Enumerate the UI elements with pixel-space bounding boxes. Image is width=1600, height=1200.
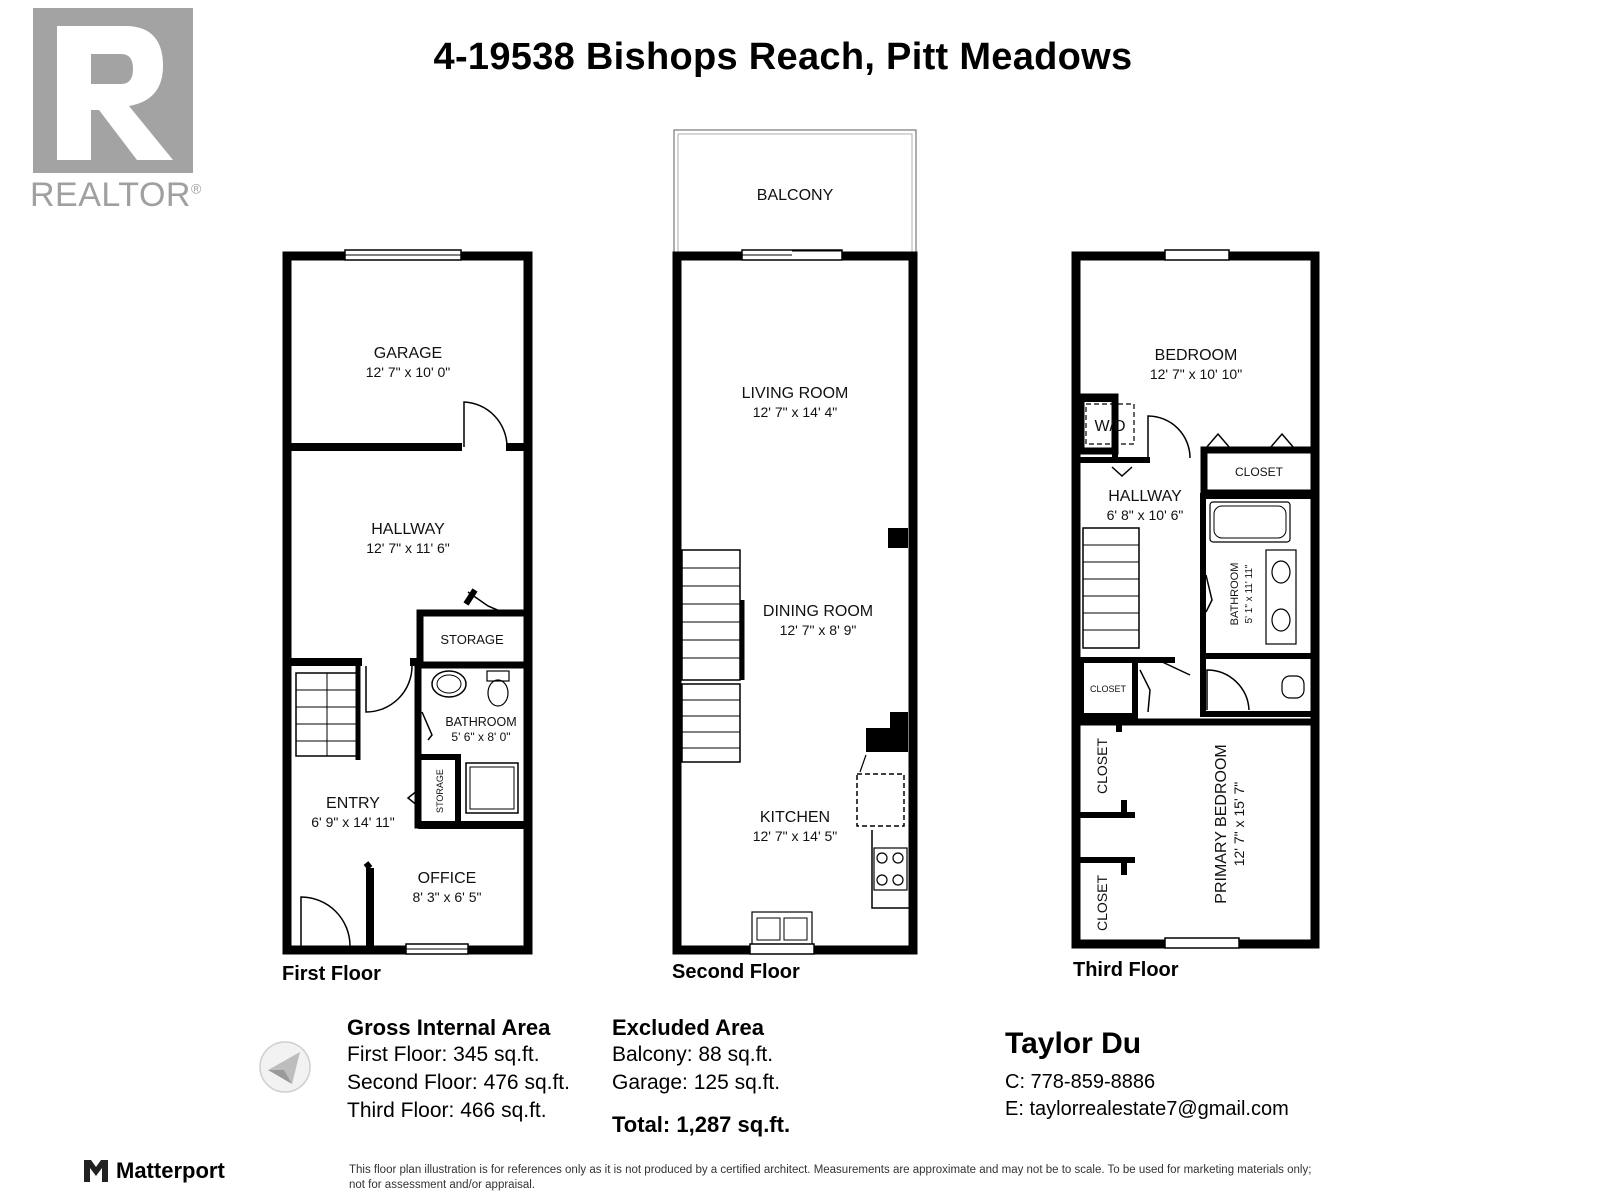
room-kitchen-dims: 12' 7" x 14' 5" [753,828,838,844]
room-bedroom: BEDROOM [1155,347,1238,364]
room-kitchen: KITCHEN [760,809,830,826]
room-bathroom-1-dims: 5' 6" x 8' 0" [451,730,510,744]
room-closet-2: CLOSET [1090,684,1127,694]
room-storage-2: STORAGE [435,769,445,813]
room-dining: DINING ROOM [763,603,873,620]
room-closet-1: CLOSET [1235,465,1284,479]
room-office: OFFICE [418,870,477,887]
room-hallway-3: HALLWAY [1108,488,1182,505]
disclaimer-line-2: not for assessment and/or appraisal. [349,1179,536,1191]
third-floor-plan: BEDROOM 12' 7" x 10' 10" W/D CLOSET HALL… [1071,249,1320,949]
room-hallway-1-dims: 12' 7" x 11' 6" [366,540,450,556]
compass-icon [259,1041,311,1093]
gross-area-block: Gross Internal Area First Floor: 345 sq.… [347,1015,607,1125]
page-title: 4-19538 Bishops Reach, Pitt Meadows [433,36,1133,78]
excluded-garage: Garage: 125 sq.ft. [612,1071,781,1094]
room-closet-3: CLOSET [1094,738,1110,794]
realtor-wordmark: REALTOR [30,176,191,214]
room-wd: W/D [1094,418,1125,435]
room-hallway-1: HALLWAY [371,521,445,538]
excluded-area-block: Excluded Area Balcony: 88 sq.ft. Garage:… [612,1015,852,1138]
realtor-r-icon [33,8,193,173]
agent-email: E: taylorrealestate7@gmail.com [1005,1098,1289,1120]
realtor-logo: REALTOR® [30,8,205,218]
gross-area-first: First Floor: 345 sq.ft. [347,1043,540,1066]
excluded-area-heading: Excluded Area [612,1015,765,1040]
first-floor-label: First Floor [282,963,381,985]
first-floor-plan: GARAGE 12' 7" x 10' 0" HALLWAY 12' 7" x … [282,249,533,955]
registered-mark: ® [190,180,202,197]
gross-area-third: Third Floor: 466 sq.ft. [347,1099,547,1122]
room-closet-4: CLOSET [1094,875,1110,931]
second-floor-plan: BALCONY LIVING ROOM 12' 7" x 14' 4" DINI… [672,129,918,955]
room-primary-bedroom-dims: 12' 7" x 15' 7" [1231,782,1247,867]
room-garage: GARAGE [374,345,442,362]
room-office-dims: 8' 3" x 6' 5" [413,889,482,905]
room-primary-bedroom: PRIMARY BEDROOM [1213,744,1230,903]
matterport-brand: Matterport [83,1158,225,1184]
gross-area-heading: Gross Internal Area [347,1015,551,1040]
matterport-wordmark: Matterport [116,1158,225,1183]
third-floor-label: Third Floor [1073,959,1179,981]
room-dining-dims: 12' 7" x 8' 9" [780,622,857,638]
room-storage-1: STORAGE [440,632,504,647]
room-entry: ENTRY [326,795,380,812]
room-bedroom-dims: 12' 7" x 10' 10" [1150,366,1242,382]
room-garage-dims: 12' 7" x 10' 0" [366,364,451,380]
room-bathroom-3: BATHROOM [1229,563,1241,626]
room-bathroom-1: BATHROOM [445,715,516,729]
excluded-balcony: Balcony: 88 sq.ft. [612,1043,774,1066]
room-hallway-3-dims: 6' 8" x 10' 6" [1107,507,1184,523]
disclaimer-line-1: This floor plan illustration is for refe… [349,1164,1312,1176]
room-bathroom-3-dims: 5' 1" x 11' 11" [1244,564,1255,623]
agent-contact: Taylor Du C: 778-859-8886 E: taylorreale… [1005,1027,1385,1121]
agent-name: Taylor Du [1005,1027,1142,1060]
gross-area-second: Second Floor: 476 sq.ft. [347,1071,570,1094]
second-floor-label: Second Floor [672,961,800,983]
total-area: Total: 1,287 sq.ft. [612,1112,791,1137]
agent-phone: C: 778-859-8886 [1005,1071,1156,1093]
room-living-dims: 12' 7" x 14' 4" [753,404,838,420]
room-balcony: BALCONY [757,187,834,204]
floor-plans: GARAGE 12' 7" x 10' 0" HALLWAY 12' 7" x … [282,129,1320,955]
room-living: LIVING ROOM [742,385,849,402]
matterport-logo-icon [84,1160,108,1182]
disclaimer: This floor plan illustration is for refe… [349,1163,1589,1193]
room-entry-dims: 6' 9" x 14' 11" [311,814,395,830]
